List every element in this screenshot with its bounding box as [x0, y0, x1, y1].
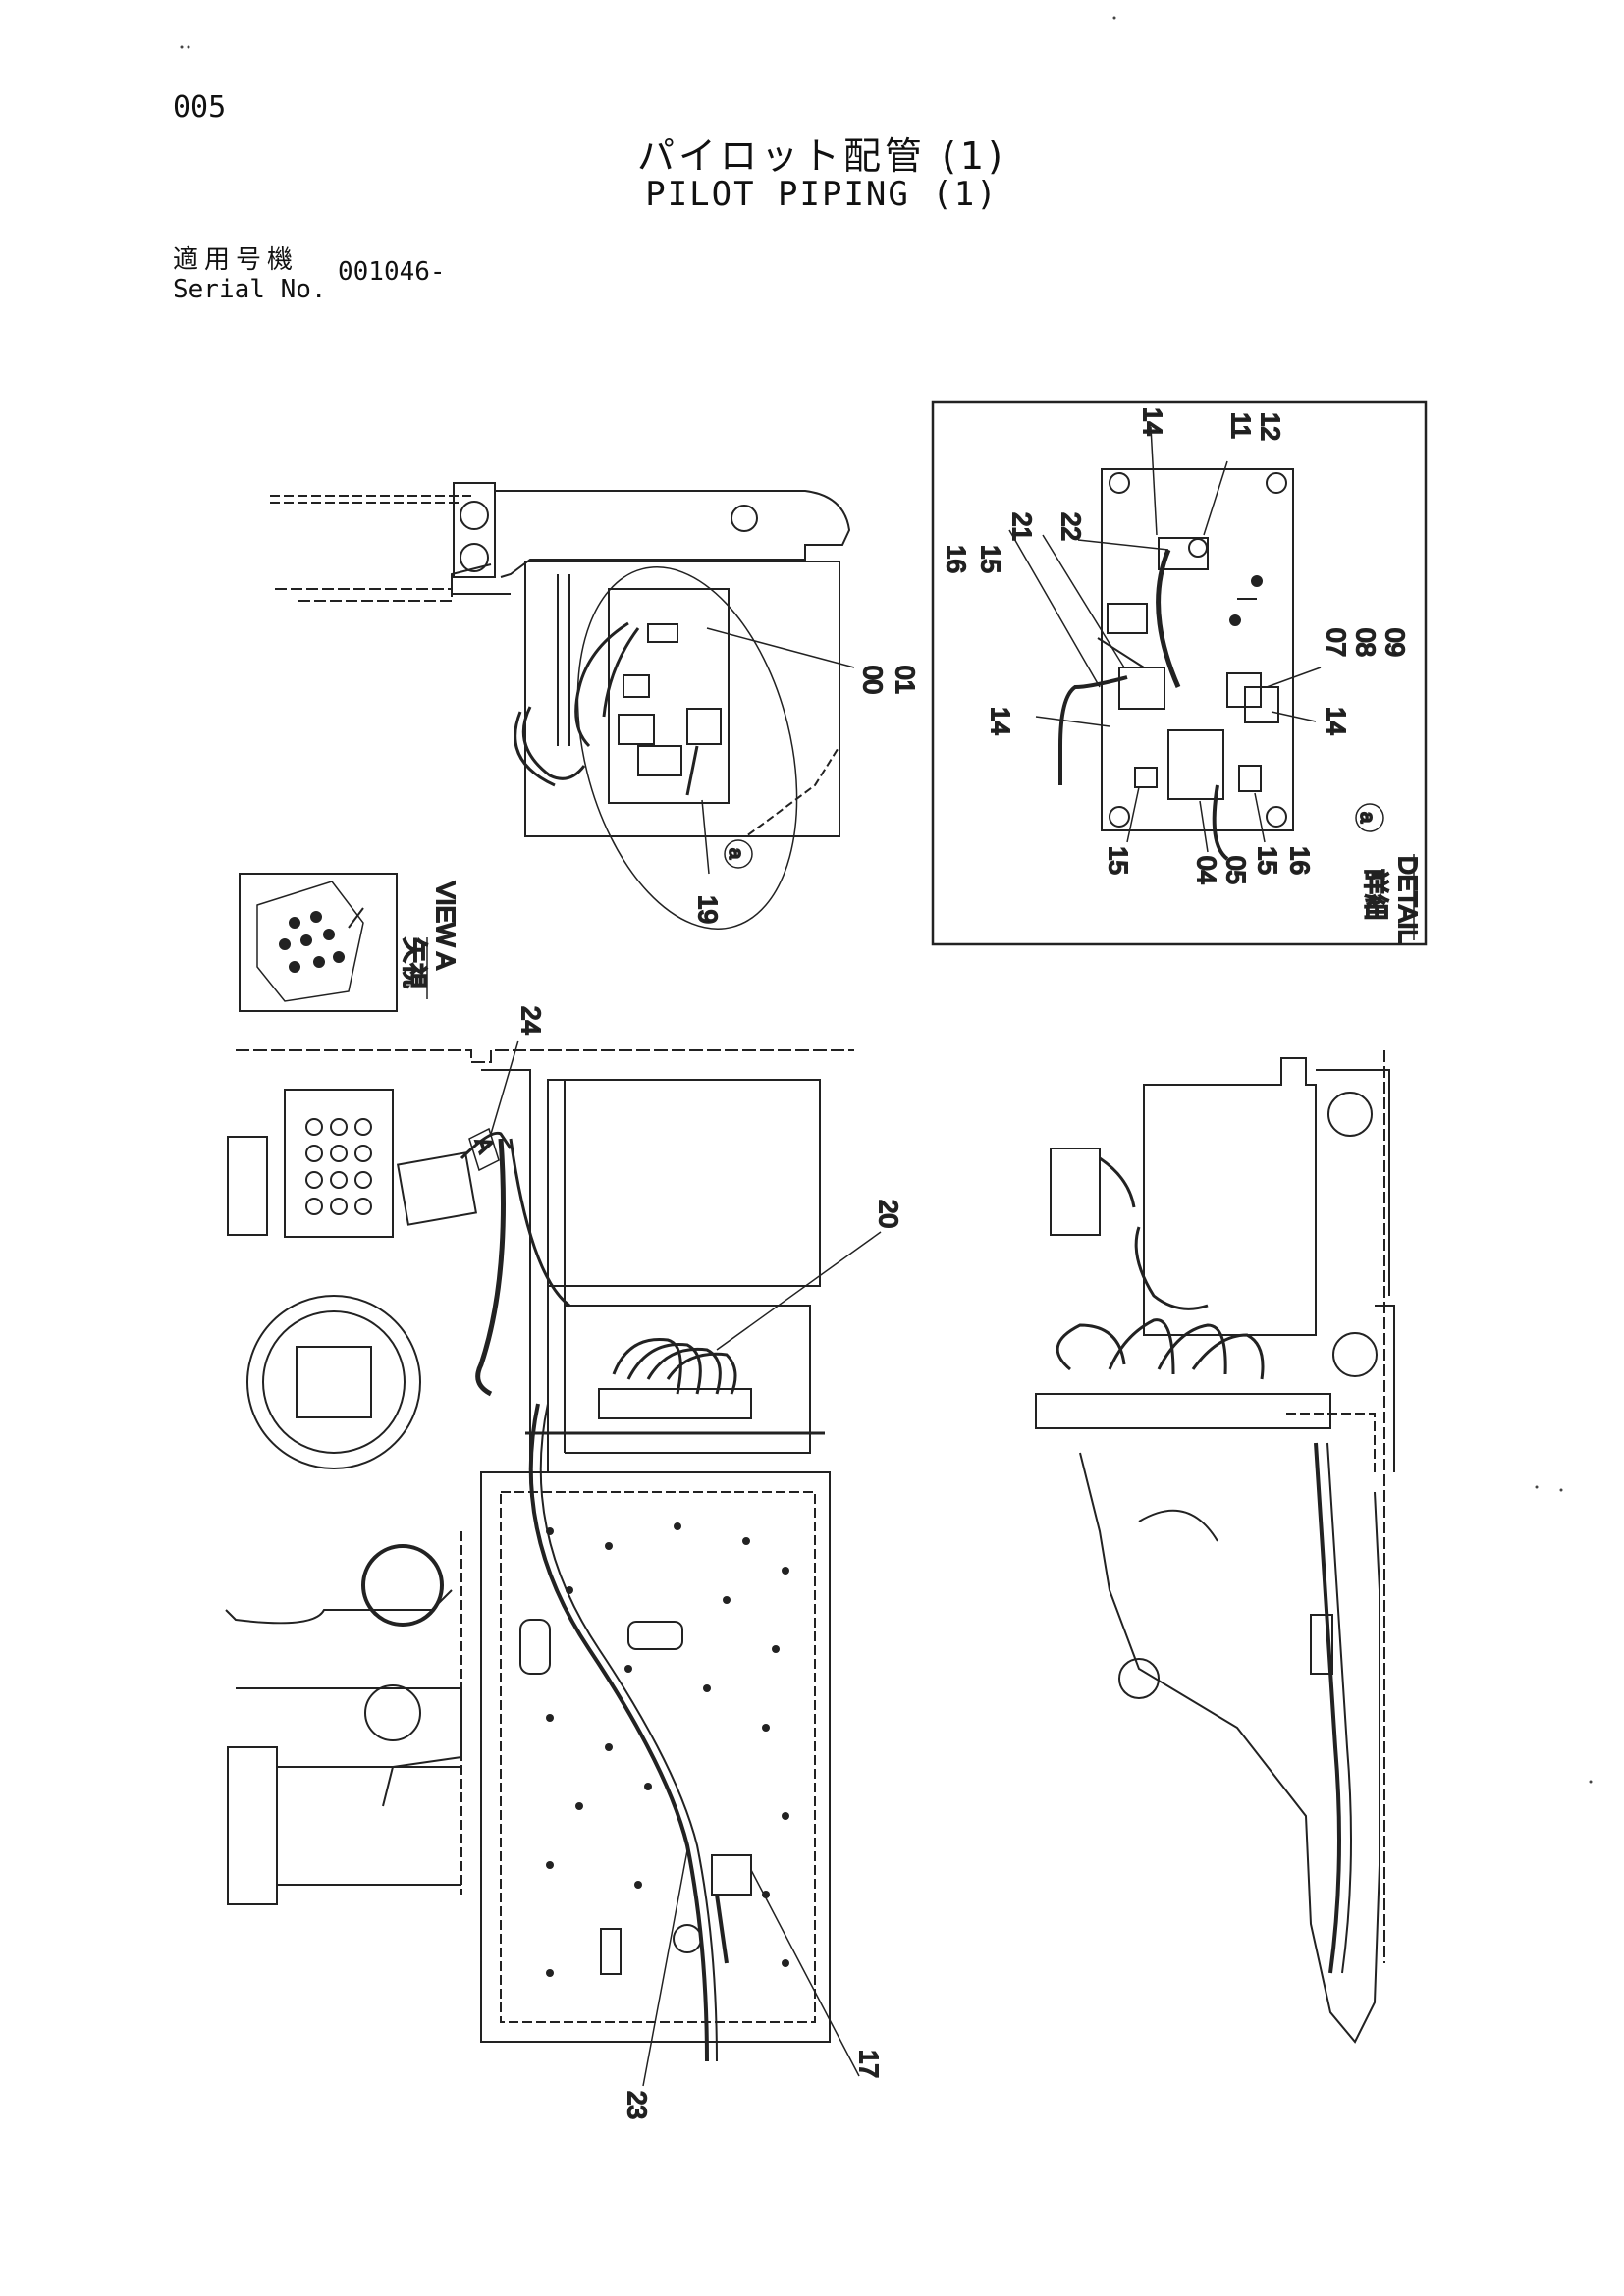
plan-view [225, 1040, 882, 2087]
callout-16-upper: 16 [942, 545, 971, 573]
callout-12: 12 [1256, 412, 1285, 441]
callout-07: 07 [1322, 628, 1351, 657]
detail-box-marker-a: a [1356, 812, 1378, 824]
callout-05: 05 [1221, 856, 1251, 884]
callout-14-top: 14 [1138, 407, 1167, 436]
scan-specks [180, 16, 1593, 1784]
serial-label-english: Serial No. [173, 275, 327, 304]
callout-24: 24 [516, 1006, 546, 1035]
callout-20: 20 [874, 1200, 903, 1228]
callout-15-bottom: 15 [1104, 846, 1133, 875]
callout-11: 11 [1226, 412, 1256, 439]
callout-23: 23 [623, 2091, 652, 2119]
callout-00: 00 [858, 666, 888, 694]
pump-area-view [270, 482, 855, 930]
detail-box [931, 400, 1428, 946]
callout-14-left: 14 [986, 707, 1015, 735]
callout-01: 01 [891, 666, 920, 694]
serial-label-japanese: 適用号機 [173, 245, 299, 275]
page-number: 005 [173, 90, 227, 125]
callout-19: 19 [693, 895, 723, 924]
view-a-box [239, 873, 398, 1012]
view-label-japanese: 矢視 [400, 937, 429, 988]
callout-04: 04 [1192, 856, 1221, 884]
callout-16-lower: 16 [1285, 846, 1315, 875]
detail-label-english: DETAIL [1393, 856, 1423, 943]
serial-number-value: 001046- [338, 257, 446, 287]
detail-marker-a: a [725, 848, 746, 860]
callout-15-lower: 15 [1253, 846, 1282, 875]
callout-08: 08 [1351, 628, 1380, 657]
callout-17: 17 [854, 2050, 884, 2078]
callout-22: 22 [1056, 512, 1086, 541]
callout-14-right: 14 [1322, 707, 1351, 735]
view-arrow-a: A [470, 1134, 499, 1156]
page-title-japanese: パイロット配管 (1) [637, 134, 1006, 178]
view-label-english: VIEW A [431, 881, 460, 970]
callout-09: 09 [1380, 628, 1410, 657]
callout-15-upper: 15 [976, 545, 1005, 573]
callout-21: 21 [1007, 512, 1037, 541]
side-view [1035, 1050, 1395, 2044]
detail-label-japanese: 詳細 [1361, 869, 1390, 920]
page-title-english: PILOT PIPING (1) [645, 175, 999, 214]
